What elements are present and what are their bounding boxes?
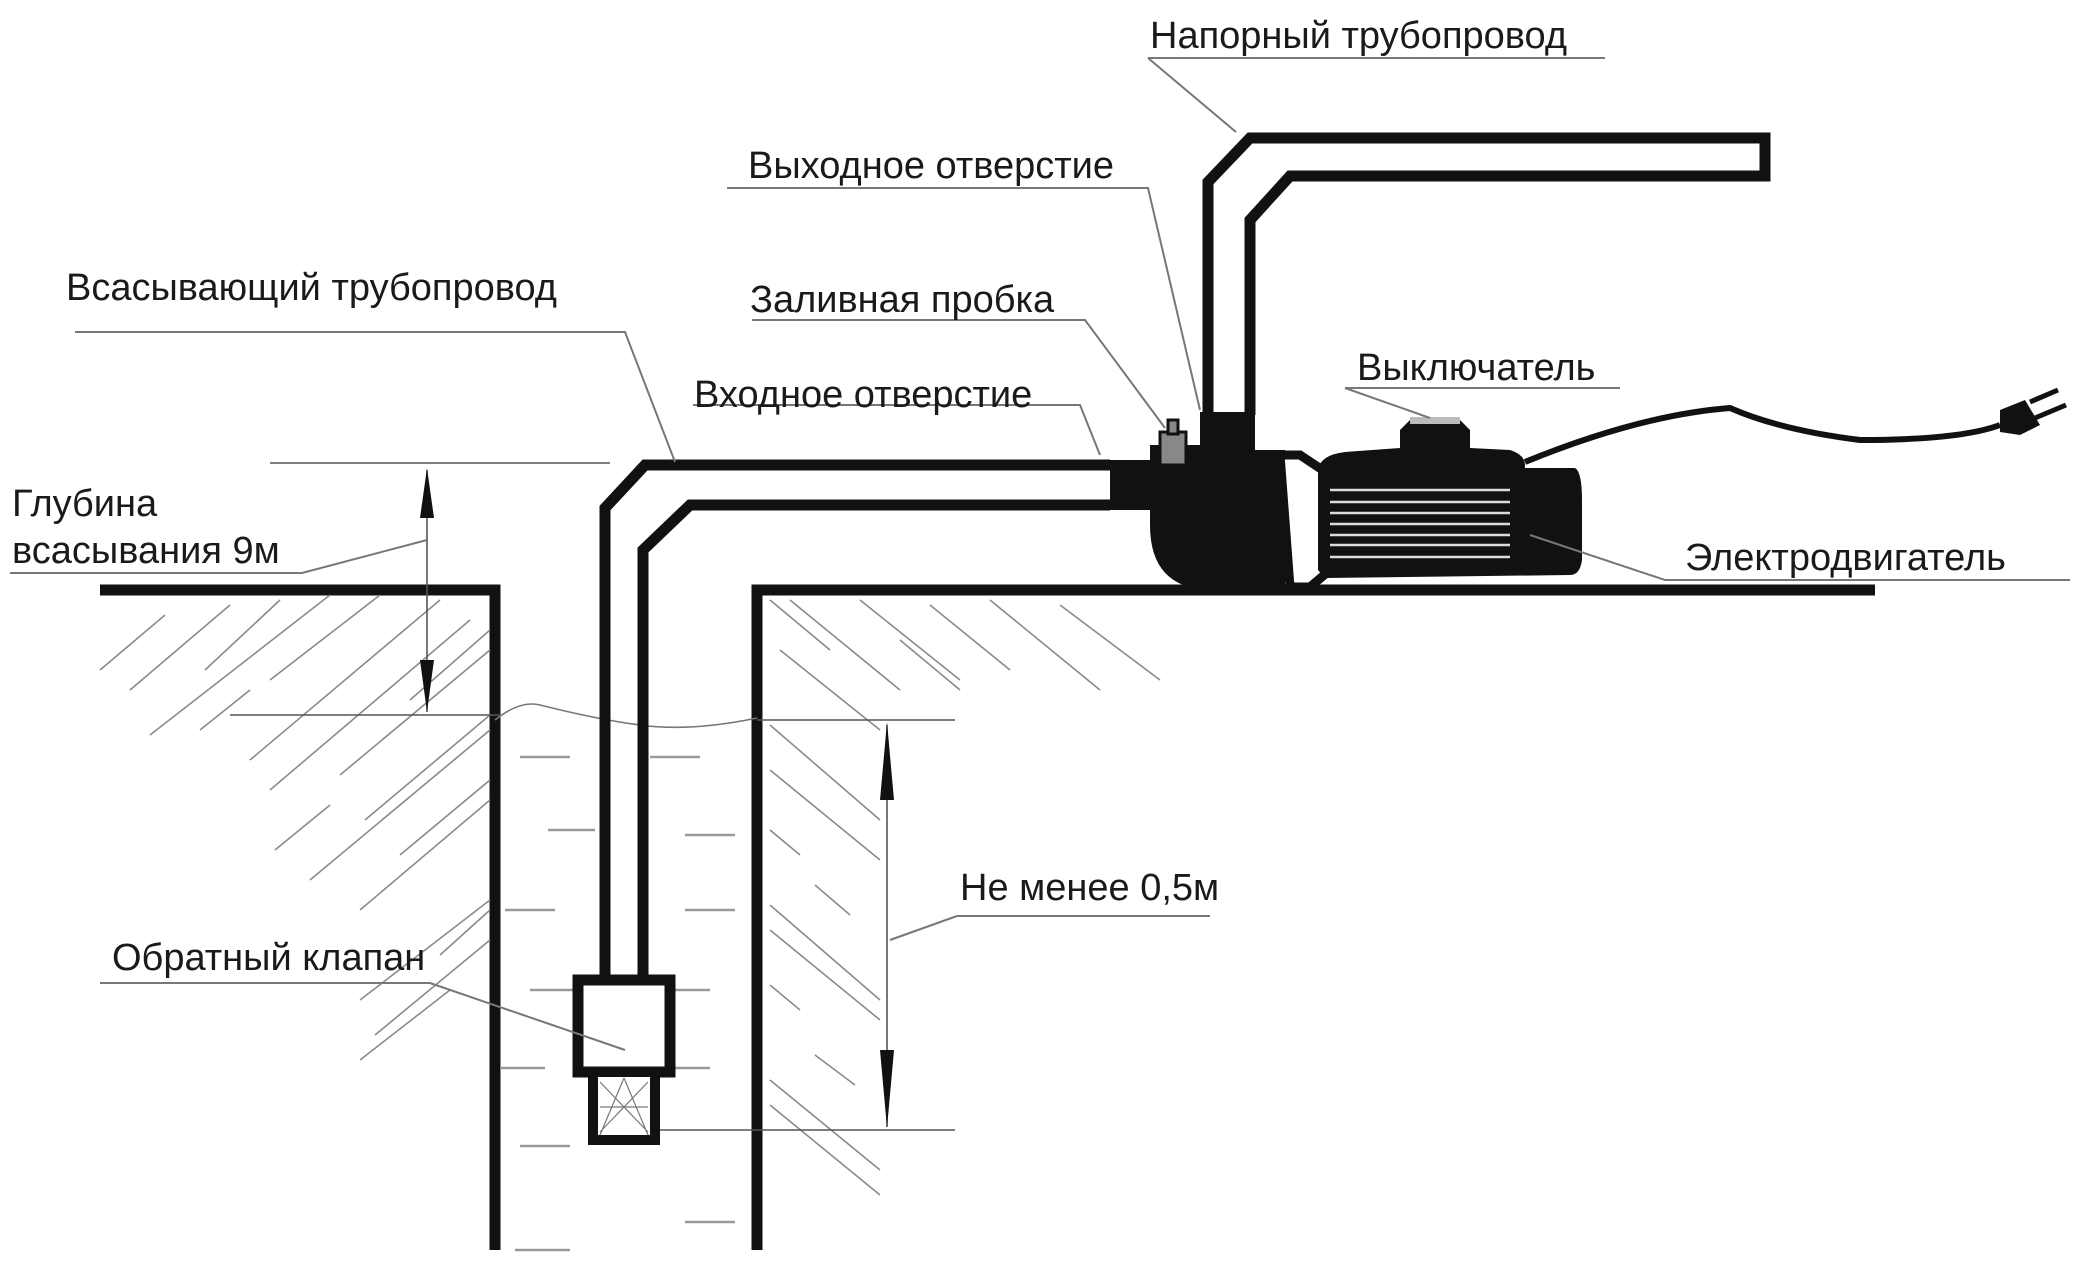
pump-housing — [1110, 412, 1285, 590]
water-surface — [495, 704, 757, 727]
suction-pipe-outer — [605, 465, 1110, 1100]
label-outlet: Выходное отверстие — [748, 145, 1114, 187]
label-pressure-pipe: Напорный трубопровод — [1150, 15, 1567, 57]
check-valve — [578, 980, 670, 1072]
label-motor: Электродвигатель — [1685, 537, 2006, 579]
label-switch: Выключатель — [1357, 347, 1595, 389]
label-suction-pipe: Всасывающий трубопровод — [66, 267, 557, 309]
switch — [1410, 417, 1460, 424]
electric-motor — [1318, 420, 1582, 578]
arrow-up-icon — [420, 468, 434, 518]
ground-right — [757, 590, 1875, 1250]
label-depth-2: всасывания 9м — [12, 530, 280, 572]
label-depth-1: Глубина — [12, 483, 158, 525]
ground-left — [100, 590, 495, 1250]
arrow-down-icon — [420, 660, 434, 712]
label-min-depth: Не менее 0,5м — [960, 867, 1219, 909]
label-check-valve: Обратный клапан — [112, 937, 425, 979]
label-priming-plug: Заливная пробка — [750, 279, 1055, 321]
power-cord — [1525, 408, 2000, 462]
strainer — [593, 1072, 655, 1140]
plug-icon — [2000, 390, 2066, 435]
arrow-up-icon — [880, 722, 894, 800]
label-inlet: Входное отверстие — [694, 374, 1032, 416]
arrow-down-icon — [880, 1050, 894, 1128]
